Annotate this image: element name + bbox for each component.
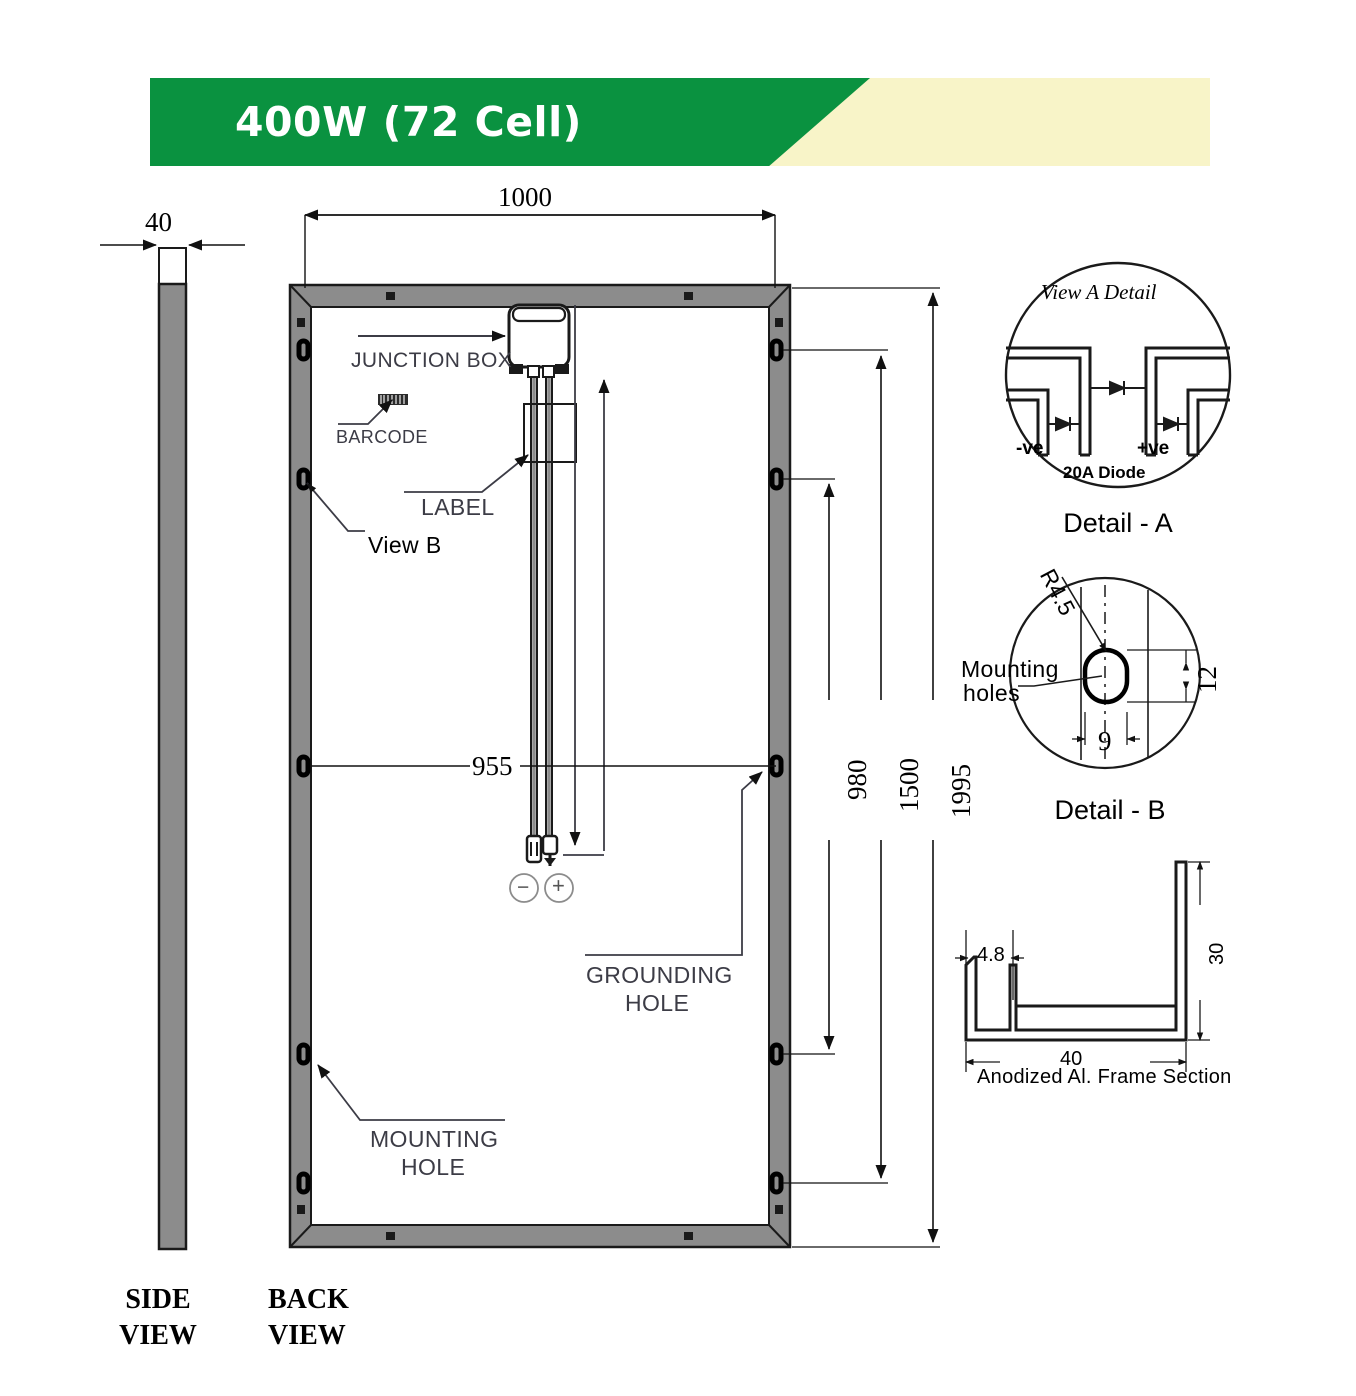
dimension-955-text: 955 [472, 751, 513, 781]
frame-section-drawing [955, 860, 1210, 1072]
detail-a-diode-note: 20A Diode [1063, 463, 1146, 482]
dimension-1500-text: 1500 [894, 758, 924, 812]
junction-box-label: JUNCTION BOX [351, 349, 513, 372]
grounding-hole-label-line2: HOLE [625, 990, 690, 1016]
detail-a-positive-label: +ve [1137, 438, 1170, 459]
side-view-title-line1: SIDE [125, 1284, 191, 1315]
frame-section-dim-4-8: 4.8 [977, 944, 1005, 966]
banner-green-block [150, 78, 870, 166]
detail-b-dim-9: 9 [1098, 726, 1112, 756]
grounding-hole-label-line1: GROUNDING [586, 962, 733, 988]
frame-section-caption: Anodized Al. Frame Section [977, 1066, 1232, 1088]
detail-b-mounting-holes-line1: Mounting [961, 656, 1059, 682]
vertical-dimensions [783, 287, 940, 1248]
frame-section-dim-30: 30 [1206, 942, 1228, 965]
dimension-1995-text: 1995 [946, 764, 976, 818]
detail-a-drawing [1004, 261, 1232, 489]
back-view-title-line1: BACK [268, 1284, 349, 1315]
back-view-title-line2: VIEW [268, 1320, 346, 1351]
dimension-width-1000 [304, 209, 776, 288]
detail-b-mounting-holes-line2: holes [963, 680, 1020, 706]
detail-a-negative-label: -ve [1016, 438, 1044, 459]
label-rectangle [523, 403, 577, 463]
barcode-label: BARCODE [336, 427, 428, 447]
polarity-plus-symbol: + [552, 873, 565, 898]
mounting-hole-label-line2: HOLE [401, 1154, 466, 1180]
page-title: 400W (72 Cell) [235, 98, 582, 146]
view-a-detail-inner-title: View A Detail [1041, 280, 1157, 304]
title-banner: 400W (72 Cell) [150, 78, 1210, 166]
dimension-width-1000-text: 1000 [498, 182, 552, 212]
detail-b-caption: Detail - B [1054, 795, 1166, 825]
mounting-hole-label-line1: MOUNTING [370, 1126, 499, 1152]
junction-box-symbol [507, 303, 571, 378]
dimension-thickness-40: 40 [145, 207, 172, 237]
detail-b-drawing [1008, 576, 1202, 770]
dimension-980-text: 980 [842, 759, 872, 801]
view-b-callout: View B [368, 532, 442, 558]
frame-section-dim-40: 40 [1060, 1048, 1083, 1070]
detail-b-dim-12: 12 [1192, 666, 1222, 693]
barcode-symbol [378, 394, 408, 405]
polarity-minus-symbol: − [517, 876, 530, 899]
detail-a-caption: Detail - A [1063, 508, 1173, 538]
side-view-title-line2: VIEW [119, 1320, 197, 1351]
mc4-connector-positive [541, 834, 559, 866]
polarity-circle-negative [509, 873, 539, 903]
mc4-connector-negative [525, 834, 543, 864]
label-callout: LABEL [421, 494, 495, 520]
callout-leaders [306, 330, 763, 1121]
polarity-circle-positive [544, 873, 574, 903]
side-view-drawing [100, 239, 245, 1251]
